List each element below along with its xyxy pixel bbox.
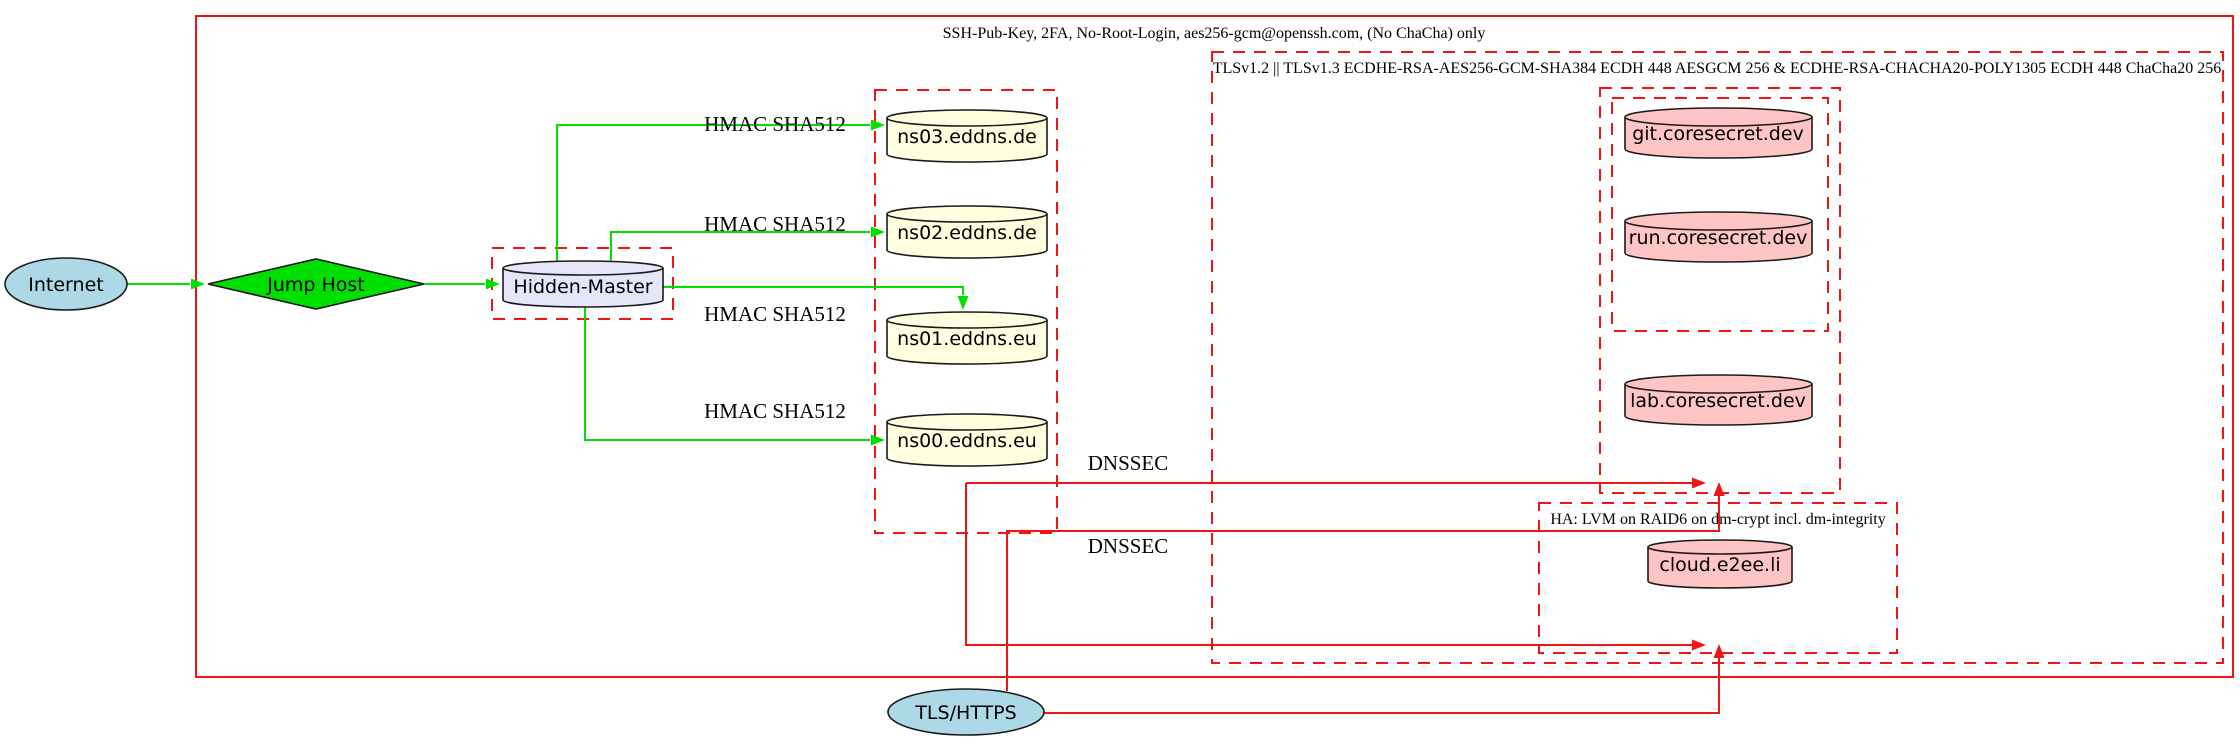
node-git-label: git.coresecret.dev [1632, 123, 1804, 145]
node-ns00: ns00.eddns.eu [886, 413, 1048, 467]
cluster-tls-box [1211, 51, 2224, 664]
edge-label-hmac-ns02: HMAC SHA512 [704, 212, 846, 236]
node-ns00-label: ns00.eddns.eu [897, 430, 1037, 452]
arrowhead-right-icon [871, 119, 885, 131]
arrowhead-up-icon [1713, 644, 1725, 658]
arrowhead-down-icon [957, 296, 969, 310]
cluster-ssh-box [195, 15, 2234, 678]
node-ns02: ns02.eddns.de [886, 205, 1048, 259]
edge-label-hmac-ns01: HMAC SHA512 [704, 302, 846, 326]
edge-ns-ha-dnssec [965, 483, 1706, 651]
node-run-label: run.coresecret.dev [1629, 227, 1808, 249]
node-jump-host-label: Jump Host [266, 274, 365, 296]
node-lab: lab.coresecret.dev [1624, 374, 1813, 426]
edge-hiddenmaster-ns03 [556, 119, 885, 261]
arrowhead-right-icon [486, 278, 500, 290]
edge-label-dnssec-1: DNSSEC [1088, 451, 1169, 475]
edge-ns-coresecret-dnssec [966, 477, 1706, 489]
cluster-tls-label: TLSv1.2 || TLSv1.3 ECDHE-RSA-AES256-GCM-… [1213, 60, 2222, 77]
edge-hiddenmaster-ns02 [610, 226, 885, 261]
edge-hiddenmaster-ns01 [663, 286, 969, 310]
edge-internet-jumphost [127, 278, 205, 290]
node-lab-label: lab.coresecret.dev [1630, 390, 1806, 412]
node-ns03-label: ns03.eddns.de [897, 126, 1037, 148]
arrowhead-right-icon [1692, 477, 1706, 489]
node-cloud: cloud.e2ee.li [1647, 539, 1793, 589]
cluster-ssh-label: SSH-Pub-Key, 2FA, No-Root-Login, aes256-… [943, 25, 1486, 42]
arrowhead-up-icon [1713, 482, 1725, 496]
node-hidden-master: Hidden-Master [502, 260, 664, 308]
node-run: run.coresecret.dev [1624, 211, 1813, 263]
edge-hiddenmaster-ns00 [584, 307, 885, 446]
arrowhead-right-icon [871, 434, 885, 446]
node-tls-https: TLS/HTTPS [887, 688, 1045, 736]
node-git: git.coresecret.dev [1624, 107, 1813, 159]
node-cloud-label: cloud.e2ee.li [1659, 554, 1780, 576]
edge-label-dnssec-2: DNSSEC [1088, 534, 1169, 558]
node-ns01: ns01.eddns.eu [886, 311, 1048, 365]
arrowhead-right-icon [1692, 639, 1706, 651]
node-tls-https-label: TLS/HTTPS [914, 702, 1016, 724]
node-ns01-label: ns01.eddns.eu [897, 328, 1037, 350]
node-internet: Internet [4, 257, 128, 311]
arrowhead-right-icon [191, 278, 205, 290]
edge-jumphost-hiddenmaster [424, 278, 500, 290]
edge-label-hmac-ns03: HMAC SHA512 [704, 112, 846, 136]
edge-label-hmac-ns00: HMAC SHA512 [704, 399, 846, 423]
node-jump-host: Jump Host [207, 258, 425, 310]
cluster-coresecret-inner-box [1611, 97, 1829, 332]
node-ns02-label: ns02.eddns.de [897, 222, 1037, 244]
node-hidden-master-label: Hidden-Master [513, 276, 652, 298]
arrowhead-right-icon [871, 226, 885, 238]
node-internet-label: Internet [28, 274, 103, 296]
node-ns03: ns03.eddns.de [886, 109, 1048, 163]
edge-tlshttps-ha [1044, 644, 1725, 714]
edge-tlshttps-coresecret [1006, 482, 1725, 691]
